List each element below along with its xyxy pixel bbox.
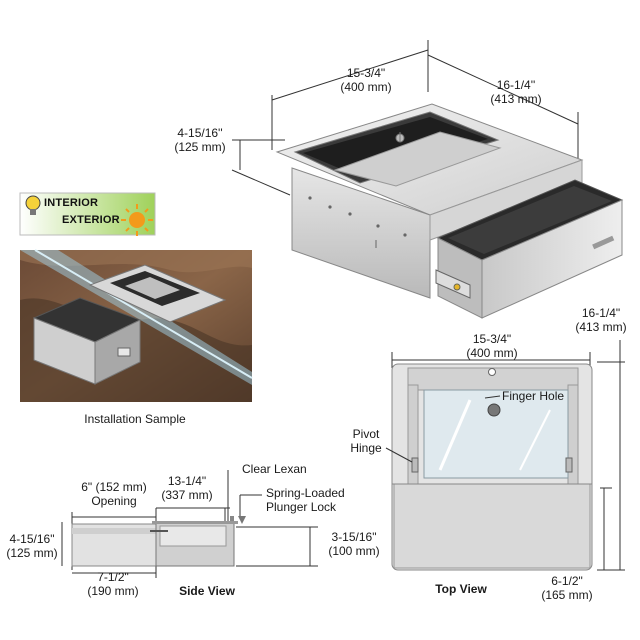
- side-opening-label: 6" (152 mm) Opening: [66, 480, 162, 508]
- main-height-mm: (125 mm): [174, 140, 226, 154]
- side-length-inches: 13-1/4": [167, 474, 207, 488]
- top-bottom-inches: 6-1/2": [551, 574, 583, 588]
- top-depth-mm: (413 mm): [575, 320, 627, 334]
- top-depth-inches: 16-1/4": [581, 306, 621, 320]
- hinge-word: Hinge: [350, 441, 382, 455]
- side-view-title: Side View: [179, 584, 235, 598]
- spring-lock-label: Spring-Loaded Plunger Lock: [266, 486, 345, 514]
- side-opening-word: Opening: [91, 494, 137, 508]
- top-bottom-label: 6-1/2" (165 mm): [532, 574, 602, 602]
- installation-caption: Installation Sample: [84, 412, 186, 426]
- side-length-mm: (337 mm): [161, 488, 213, 502]
- side-height-label: 4-15/16" (125 mm): [0, 532, 64, 560]
- sun-icon: [121, 204, 153, 236]
- side-height-mm: (125 mm): [6, 546, 58, 560]
- top-width-inches: 15-3/4": [472, 332, 512, 346]
- main-depth-inches: 16-1/4'': [496, 78, 536, 92]
- side-bottom-label: 7-1/2" (190 mm): [78, 570, 148, 598]
- main-dimension-lines: [231, 40, 579, 196]
- side-bottom-mm: (190 mm): [87, 584, 139, 598]
- main-width-inches: 15-3/4": [346, 66, 386, 80]
- main-height-inches: 4-15/16'': [177, 126, 223, 140]
- finger-hole-icon: [487, 403, 501, 417]
- side-opening-dimension: 6" (152 mm): [81, 480, 147, 494]
- main-safe-box: [275, 103, 624, 319]
- lightbulb-icon: [25, 195, 41, 211]
- top-depth-label: 16-1/4" (413 mm): [566, 306, 636, 334]
- main-width-label: 15-3/4" (400 mm): [326, 66, 406, 94]
- interior-label: INTERIOR: [44, 197, 99, 209]
- finger-hole-label: Finger Hole: [502, 389, 565, 403]
- side-view-drawing: [61, 470, 318, 578]
- side-right-height-mm: (100 mm): [328, 544, 380, 558]
- main-depth-mm: (413 mm): [490, 92, 542, 106]
- spring-loaded-text: Spring-Loaded: [266, 486, 345, 500]
- top-width-mm: (400 mm): [466, 346, 518, 360]
- installation-photo: [20, 249, 253, 402]
- side-height-inches: 4-15/16": [9, 532, 55, 546]
- top-view-drawing: [385, 340, 625, 571]
- main-depth-label: 16-1/4'' (413 mm): [476, 78, 556, 106]
- side-bottom-inches: 7-1/2": [97, 570, 129, 584]
- plunger-lock-text: Plunger Lock: [266, 500, 337, 514]
- exterior-label: EXTERIOR: [62, 214, 120, 226]
- interior-exterior-badge: [19, 192, 156, 236]
- top-width-label: 15-3/4" (400 mm): [452, 332, 532, 360]
- side-right-height-inches: 3-15/16": [331, 530, 377, 544]
- clear-lexan-label: Clear Lexan: [242, 462, 307, 476]
- pivot-word: Pivot: [352, 427, 380, 441]
- main-height-label: 4-15/16'' (125 mm): [160, 126, 240, 154]
- top-bottom-mm: (165 mm): [541, 588, 593, 602]
- pivot-hinge-label: Pivot Hinge: [344, 427, 388, 455]
- top-view-title: Top View: [435, 582, 487, 596]
- main-width-mm: (400 mm): [340, 80, 392, 94]
- side-right-height-label: 3-15/16" (100 mm): [318, 530, 390, 558]
- side-length-label: 13-1/4" (337 mm): [152, 474, 222, 502]
